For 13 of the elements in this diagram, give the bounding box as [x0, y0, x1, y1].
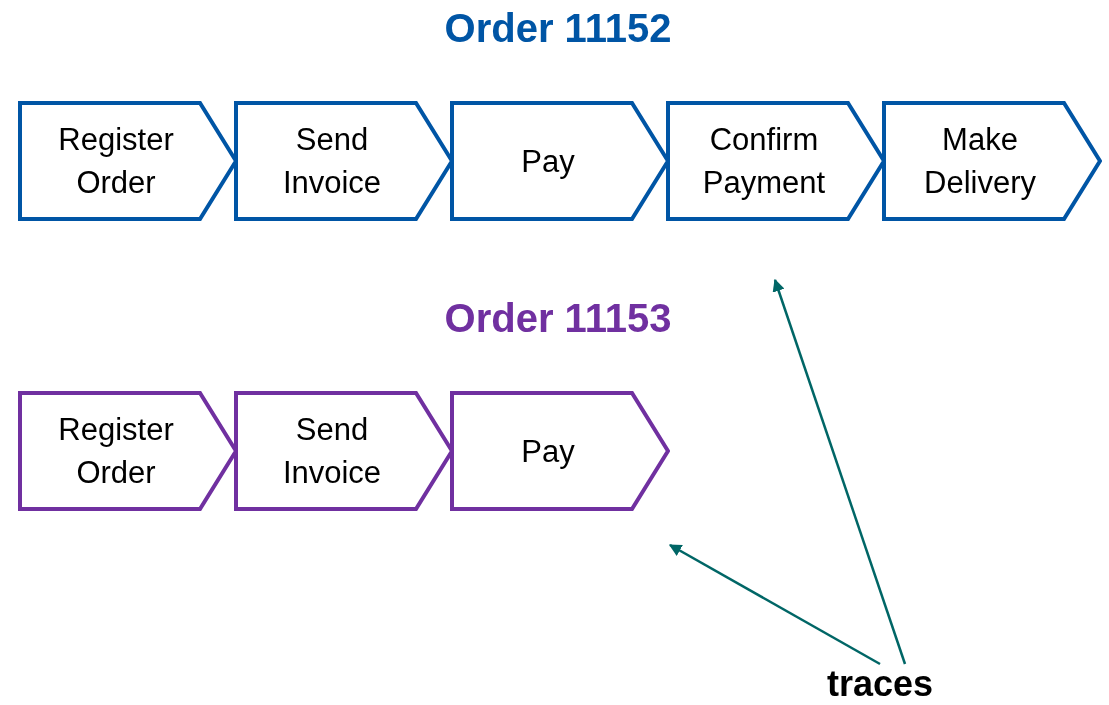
step-label: Send Invoice [281, 411, 383, 492]
step-label: Pay [520, 142, 576, 181]
step-label: Pay [520, 432, 576, 471]
step-label: Send Invoice [281, 121, 383, 202]
order-heading: Order 11152 [444, 5, 672, 51]
trace-label: traces [826, 664, 934, 704]
step-label: Register Order [57, 411, 175, 492]
step-label: Make Delivery [923, 121, 1037, 202]
step-label: Register Order [57, 121, 175, 202]
arrow [668, 543, 881, 666]
order-heading: Order 11153 [444, 295, 672, 341]
arrow [772, 278, 907, 665]
step-label: Confirm Payment [701, 121, 827, 202]
